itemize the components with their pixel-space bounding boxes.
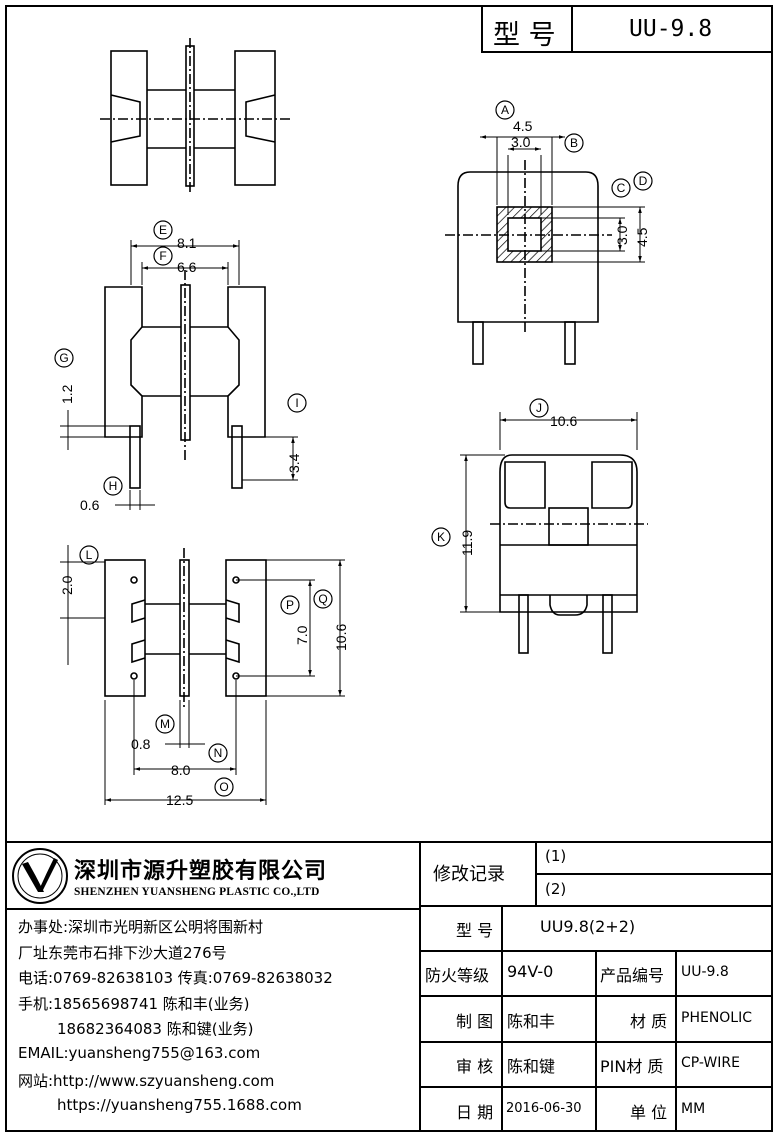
drawer-label: 制 图	[456, 1012, 494, 1031]
label-e: E	[159, 223, 167, 237]
fire-rating-label: 防火等级	[425, 966, 490, 985]
drawer-value: 陈和丰	[507, 1012, 556, 1031]
view-front	[104, 270, 266, 489]
table-model-label: 型 号	[456, 921, 494, 940]
checker-value: 陈和键	[507, 1057, 556, 1076]
unit-value: MM	[681, 1101, 706, 1117]
label-g: G	[59, 351, 68, 365]
label-m: M	[160, 717, 170, 731]
dim-3-0-top: 3.0	[511, 134, 531, 150]
dim-11-9: 11.9	[459, 530, 475, 556]
divider-info-table	[419, 841, 421, 1131]
dim-4-5-right: 4.5	[634, 227, 650, 247]
label-k: K	[437, 530, 445, 544]
title-block: 型 号 UU-9.8	[481, 7, 772, 53]
drawing-frame	[5, 5, 773, 1132]
view-plan	[104, 548, 267, 708]
website-1[interactable]: 网站:http://www.szyuansheng.com	[18, 1072, 275, 1090]
dim-0-6: 0.6	[80, 497, 100, 513]
dim-8-1: 8.1	[177, 235, 197, 251]
label-b: B	[570, 136, 578, 150]
dim-8-0: 8.0	[171, 762, 191, 778]
divider-company	[6, 908, 419, 910]
table-model-value: UU9.8(2+2)	[540, 917, 636, 936]
dim-12-5: 12.5	[166, 792, 193, 808]
dim-7-0: 7.0	[294, 625, 310, 645]
label-p: P	[286, 598, 294, 612]
pin-material-label: PIN材 质	[600, 1057, 664, 1076]
office-address: 办事处:深圳市光明新区公明将围新村	[18, 918, 264, 936]
label-a: A	[501, 103, 509, 117]
label-o: O	[219, 780, 228, 794]
dim-6-6: 6.6	[177, 259, 197, 275]
material-value: PHENOLIC	[681, 1010, 753, 1026]
dim-3-4: 3.4	[286, 453, 302, 473]
label-j: J	[536, 401, 542, 415]
revision-2: (2)	[545, 880, 567, 898]
dim-1-2: 1.2	[59, 384, 75, 404]
revision-label: 修改记录	[433, 864, 505, 885]
material-label: 材 质	[630, 1012, 668, 1031]
product-no-value: UU-9.8	[681, 964, 729, 980]
dim-10-6-right: 10.6	[333, 624, 349, 651]
company-name-cn: 深圳市源升塑胶有限公司	[74, 859, 328, 884]
dim-3-0-right: 3.0	[614, 225, 630, 245]
label-i: I	[295, 396, 298, 410]
website-2[interactable]: https://yuansheng755.1688.com	[57, 1096, 302, 1114]
divider-main	[6, 841, 772, 843]
label-n: N	[214, 746, 223, 760]
label-l: L	[86, 548, 93, 562]
mobile-1: 手机:18565698741 陈和丰(业务)	[18, 995, 250, 1013]
model-label: 型 号	[493, 20, 556, 51]
checker-label: 审 核	[456, 1057, 494, 1076]
mobile-2: 18682364083 陈和键(业务)	[57, 1020, 254, 1038]
label-q: Q	[318, 592, 327, 606]
date-label: 日 期	[456, 1103, 494, 1122]
label-f: F	[159, 249, 166, 263]
label-h: H	[109, 479, 118, 493]
date-value: 2016-06-30	[506, 1101, 582, 1116]
email[interactable]: EMAIL:yuansheng755@163.com	[18, 1044, 261, 1062]
view-body	[490, 454, 648, 654]
phone-fax: 电话:0769-82638103 传真:0769-82638032	[18, 969, 333, 987]
technical-drawing: A B C D E F G I H J K L P Q M N O 4.5 3.…	[54, 38, 653, 808]
company-name-en: SHENZHEN YUANSHENG PLASTIC CO.,LTD	[74, 886, 320, 898]
fire-rating-value: 94V-0	[507, 962, 554, 981]
dim-0-8: 0.8	[131, 736, 151, 752]
revision-1: (1)	[545, 847, 567, 865]
label-c: C	[617, 181, 626, 195]
product-no-label: 产品编号	[600, 966, 665, 985]
model-value: UU-9.8	[629, 16, 713, 42]
view-side-top	[100, 38, 290, 195]
view-end	[445, 160, 612, 365]
dim-10-6-top: 10.6	[550, 413, 577, 429]
factory-address: 厂址东莞市石排下沙大道276号	[18, 944, 227, 962]
pin-material-value: CP-WIRE	[681, 1055, 740, 1071]
dim-2-0: 2.0	[59, 575, 75, 595]
dim-4-5-top: 4.5	[513, 118, 533, 134]
unit-label: 单 位	[630, 1103, 668, 1122]
company-logo	[12, 848, 68, 904]
label-d: D	[639, 174, 648, 188]
